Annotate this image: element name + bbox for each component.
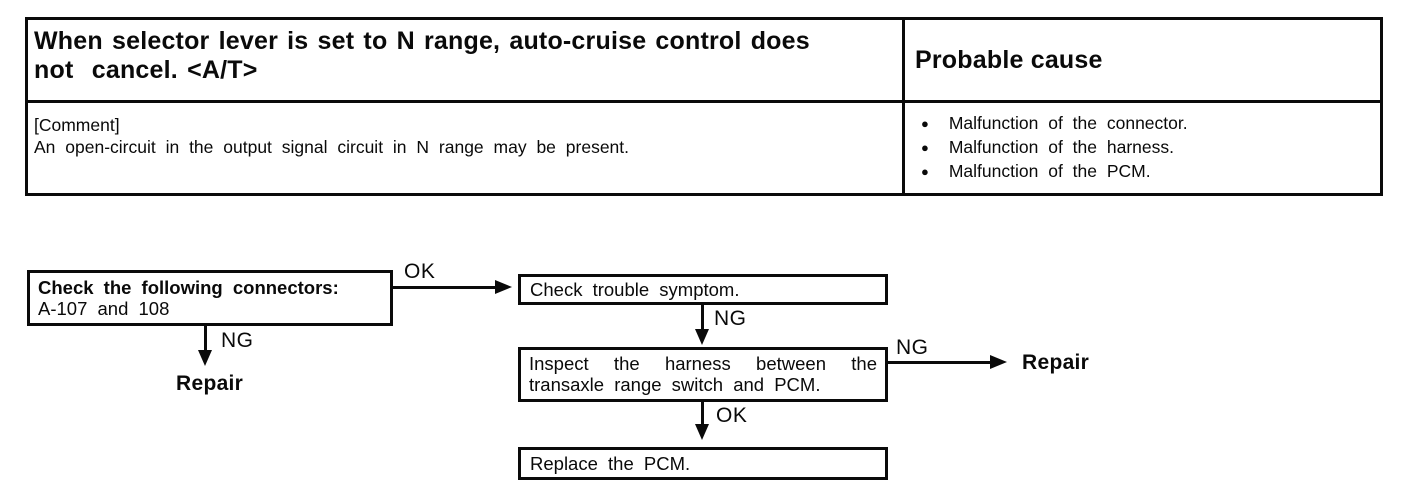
list-item: ● Malfunction of the connector. [921,112,1374,136]
arrow-line-box3-right [888,361,991,364]
cause-text: Malfunction of the connector. [948,113,1188,133]
symptom-title-line2: not cancel. <A/T> [34,56,258,84]
flow-box-check-connectors-line2: A-107 and 108 [38,298,170,319]
cause-text: Malfunction of the PCM. [948,161,1151,181]
result-repair-left: Repair [176,372,244,395]
flow-box-replace-pcm-text: Replace the PCM. [530,453,691,474]
flow-box-inspect-harness-text: Inspect the harness between the transaxl… [529,353,877,395]
arrow-line-box2-down [701,305,704,332]
symptom-title-line1: When selector lever is set to N range, a… [34,27,810,55]
comment-cell: [Comment] An open-circuit in the output … [28,103,905,193]
flow-box-check-connectors-line1: Check the following connectors: [38,277,339,298]
flow-box-inspect-harness: Inspect the harness between the transaxl… [518,347,888,402]
label-ng-box3: NG [896,336,929,359]
comment-text: An open-circuit in the output signal cir… [34,137,630,157]
bullet-icon: ● [921,116,929,131]
arrow-line-box1-to-box2 [393,286,496,289]
symptom-cause-table: When selector lever is set to N range, a… [25,17,1383,196]
flow-box-check-trouble-symptom: Check trouble symptom. [518,274,888,305]
flow-box-check-trouble-symptom-text: Check trouble symptom. [530,279,740,300]
cause-text: Malfunction of the harness. [948,137,1174,157]
label-ng-box2: NG [714,307,747,330]
arrow-line-box1-down [204,325,207,353]
label-ok-box1: OK [404,260,436,283]
arrowhead-box3-down [695,424,709,440]
symptom-header-cell: When selector lever is set to N range, a… [28,20,905,103]
bullet-icon: ● [921,140,929,155]
bullet-icon: ● [921,164,929,179]
probable-cause-list: ● Malfunction of the connector. ● Malfun… [905,103,1380,193]
result-repair-right: Repair [1022,351,1090,374]
label-ng-box1: NG [221,329,254,352]
label-ok-box3: OK [716,404,748,427]
flow-box-check-connectors: Check the following connectors:A-107 and… [27,270,393,326]
arrow-line-box3-down [701,402,704,426]
list-item: ● Malfunction of the harness. [921,136,1374,160]
arrowhead-box1-down [198,350,212,366]
list-item: ● Malfunction of the PCM. [921,160,1374,184]
arrowhead-box1-to-box2 [495,280,512,294]
probable-cause-title: Probable cause [915,46,1103,74]
arrowhead-box2-down [695,329,709,345]
comment-label: [Comment] [34,115,120,135]
flow-box-replace-pcm: Replace the PCM. [518,447,888,480]
arrowhead-box3-right [990,355,1007,369]
probable-cause-header-cell: Probable cause [905,20,1380,103]
